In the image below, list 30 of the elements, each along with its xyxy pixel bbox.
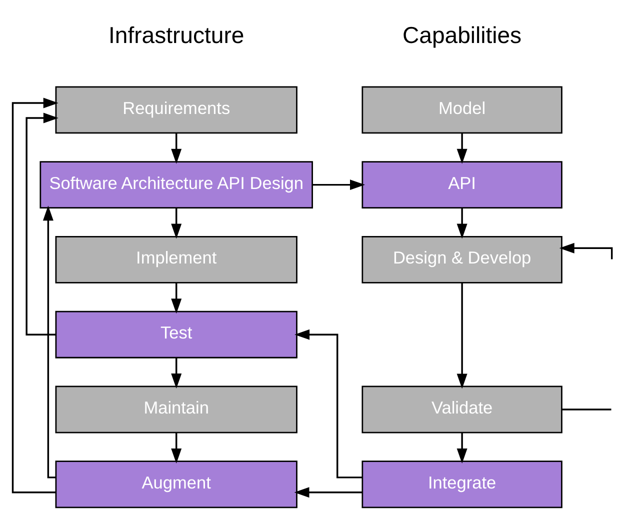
node-box: API — [362, 161, 562, 209]
node-box: Test — [55, 310, 298, 358]
connector — [562, 408, 612, 410]
node-box: Model — [362, 86, 562, 134]
arrow — [171, 133, 182, 164]
arrow — [171, 208, 182, 239]
arrow — [171, 432, 182, 464]
node-box: Software Architecture API Design — [40, 161, 313, 209]
arrow — [294, 487, 362, 498]
node-box: Validate — [362, 386, 562, 434]
arrow — [456, 208, 468, 239]
node-box: Maintain — [55, 386, 298, 434]
node-box: Augment — [55, 460, 298, 508]
arrow — [171, 358, 182, 389]
arrow — [26, 112, 58, 336]
arrow — [456, 282, 468, 389]
arrow — [294, 329, 362, 478]
arrow — [456, 432, 468, 464]
label: Infrastructure — [108, 22, 244, 48]
arrow — [171, 282, 182, 314]
node-box: Integrate — [362, 460, 562, 508]
arrow — [559, 242, 613, 260]
arrow — [456, 133, 468, 164]
node-box: Implement — [55, 236, 298, 284]
node-box: Requirements — [55, 86, 298, 134]
node-box: Design & Develop — [362, 236, 562, 284]
label: Capabilities — [402, 22, 522, 48]
arrow — [12, 98, 58, 494]
arrow — [42, 206, 56, 478]
arrow — [312, 180, 366, 190]
